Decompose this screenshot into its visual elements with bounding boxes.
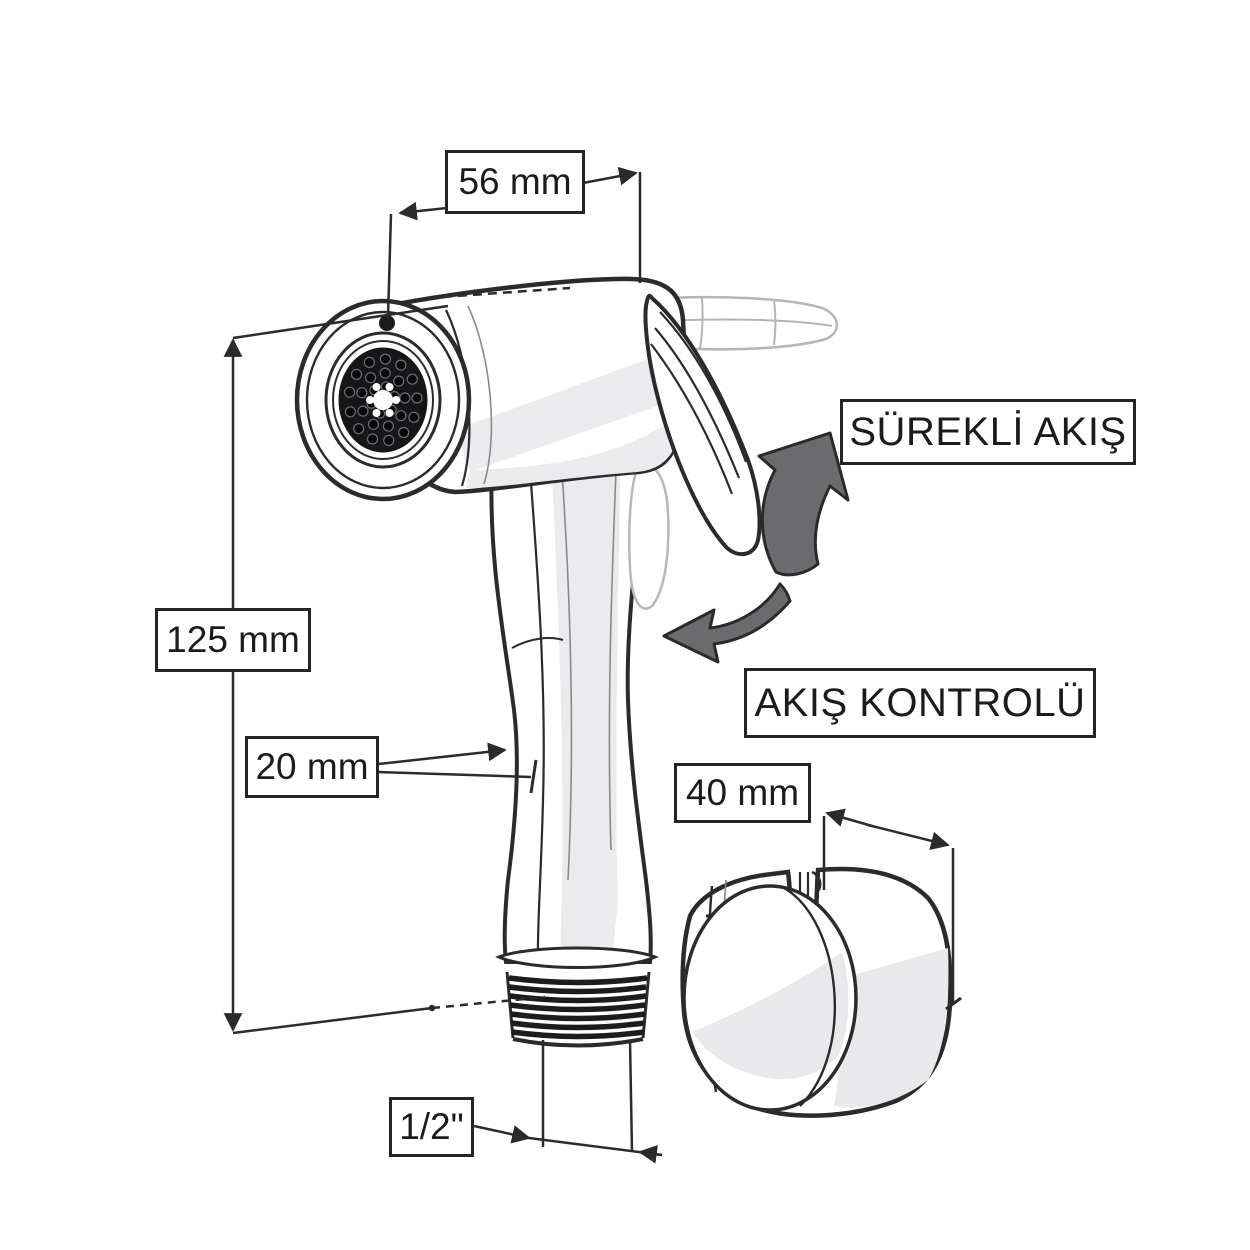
rotation-arrows bbox=[662, 431, 850, 664]
label-head-length: 56 mm bbox=[445, 150, 585, 214]
label-holder-width: 40 mm bbox=[674, 763, 811, 823]
label-flow-control: AKIŞ KONTROLÜ bbox=[744, 668, 1096, 738]
spray-nozzle-holes bbox=[344, 353, 423, 446]
wall-mount-holder bbox=[680, 866, 953, 1118]
dim-125mm bbox=[223, 304, 546, 1035]
label-continuous-flow: SÜREKLİ AKIŞ bbox=[840, 399, 1136, 465]
spray-face bbox=[294, 298, 472, 502]
threaded-connector bbox=[495, 946, 659, 1048]
dimension-anchor-dot bbox=[379, 315, 395, 331]
arrow-up-continuous-flow bbox=[757, 431, 850, 577]
dim-20mm bbox=[378, 742, 538, 794]
handle-grip bbox=[489, 459, 653, 964]
trigger-lever-ghost bbox=[628, 463, 670, 610]
dimension-lines bbox=[223, 166, 962, 1164]
dim-56mm bbox=[386, 166, 642, 319]
dim-half-inch bbox=[473, 1039, 663, 1164]
trigger-lever-pressed bbox=[643, 293, 762, 557]
label-thread-size: 1/2" bbox=[389, 1097, 474, 1157]
dim-40mm bbox=[822, 808, 962, 1011]
label-grip-width: 20 mm bbox=[245, 736, 379, 798]
arrow-down-flow-control bbox=[662, 582, 792, 664]
trigger-lever-raised bbox=[638, 295, 838, 351]
label-total-height: 125 mm bbox=[155, 608, 311, 672]
